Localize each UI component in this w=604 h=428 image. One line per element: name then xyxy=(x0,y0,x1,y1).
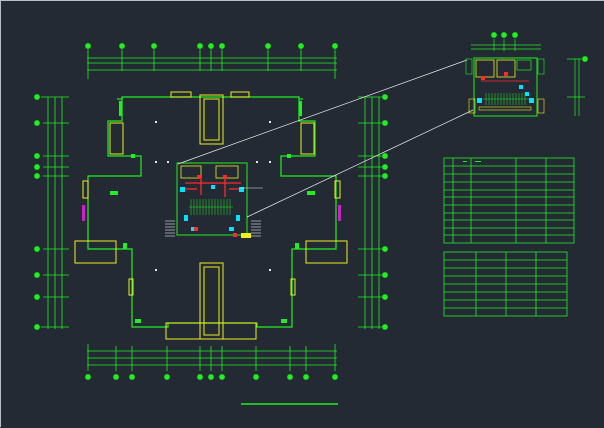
axis-bubble-stems xyxy=(87,49,336,53)
top-axis-bubbles xyxy=(84,42,339,53)
detail-axis-bubbles xyxy=(490,31,589,63)
structural-columns xyxy=(74,91,348,340)
table-a-marks xyxy=(463,161,481,162)
pipes xyxy=(185,179,243,197)
central-core xyxy=(165,162,263,238)
left-dimension-lines xyxy=(41,96,69,329)
wall-stubs xyxy=(110,101,315,323)
building-outline xyxy=(87,96,337,328)
schedule-table-a xyxy=(443,157,575,244)
bottom-axis-bubbles xyxy=(84,373,339,381)
schedule-table-b xyxy=(443,251,568,317)
window-dots xyxy=(155,121,271,271)
left-axis-bubbles xyxy=(33,93,41,331)
core-stairs xyxy=(165,220,261,237)
right-axis-bubbles xyxy=(381,93,389,331)
fixtures xyxy=(180,185,244,231)
axis-bubble xyxy=(84,42,339,50)
detail-leader-lines xyxy=(177,59,474,218)
bottom-dimension-lines xyxy=(87,344,337,371)
top-dimension-lines xyxy=(87,51,337,79)
door-markers xyxy=(82,205,341,221)
right-dimension-lines xyxy=(358,96,385,329)
detail-enlargement xyxy=(465,31,589,117)
